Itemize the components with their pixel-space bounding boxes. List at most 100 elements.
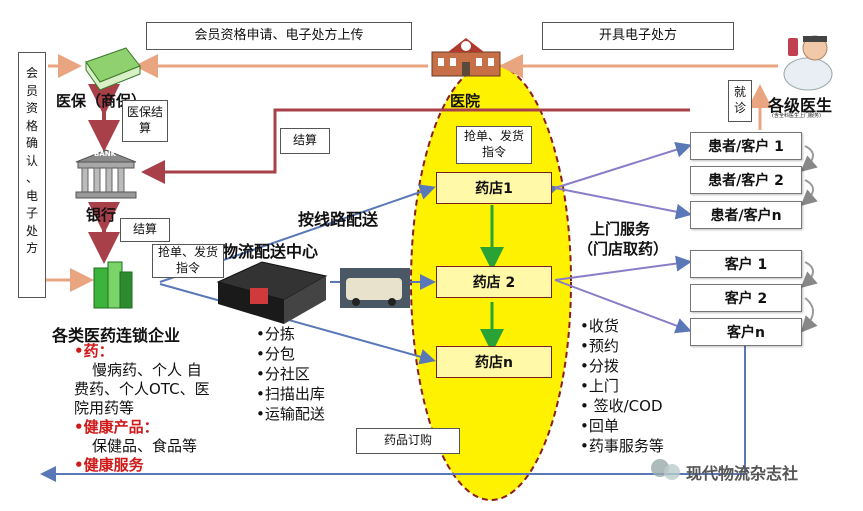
list-item: •分社区	[256, 365, 310, 383]
logistics-center-label: 物流配送中心	[222, 242, 319, 261]
arrow-store-patient1	[541, 141, 692, 200]
arrow-store-patientn	[554, 187, 692, 220]
settlement-label-2: 结算	[132, 222, 157, 237]
settlement-box-1: 结算	[280, 128, 330, 154]
bank-icon-text: BANK	[94, 150, 117, 158]
curl-arrow-4	[801, 297, 818, 333]
list-item: •回单	[580, 417, 619, 435]
store-2-label: 药店 2	[472, 275, 516, 291]
hospital-label: 医院	[450, 92, 481, 110]
confirm-char: 格	[25, 118, 38, 133]
arrow-store-client1	[554, 255, 692, 281]
store-ops-list: •收货 •预约 •分拨 •上门 • 签收/COD •回单 •药事服务等	[580, 316, 664, 456]
curl-arrow-3	[800, 261, 818, 288]
arrow-chain-to-storen	[159, 283, 436, 365]
membership-upload-label: 会员资格申请、电子处方上传	[194, 27, 364, 43]
bank-label: 银行	[86, 206, 117, 224]
patient-2-label: 患者/客户 2	[708, 173, 784, 189]
doctors-label: 各级医生	[768, 96, 833, 115]
store-n: 药店n	[436, 346, 552, 378]
patient-n: 患者/客户n	[690, 201, 802, 229]
grab-order-box-1: 抢单、发货指令	[456, 126, 532, 164]
store-2: 药店 2	[436, 266, 552, 298]
list-item: •收货	[580, 317, 619, 335]
visit-box: 就诊	[728, 80, 752, 122]
logistics-ops-list: •分拣 •分包 •分社区 •扫描出库 •运输配送	[256, 324, 325, 424]
settlement-box-2: 结算	[120, 218, 170, 242]
settlement-label-1: 结算	[292, 133, 317, 148]
list-item: •分包	[256, 345, 295, 363]
store-n-label: 药店n	[475, 355, 513, 371]
client-1-label: 客户 1	[724, 257, 768, 273]
arrow-drug-order	[40, 342, 746, 482]
confirm-char: 电	[25, 188, 38, 203]
drug-title: •药：	[74, 342, 114, 360]
arrow-store-clientn	[554, 279, 692, 334]
service-title: •健康服务	[74, 456, 144, 474]
confirm-char: 资	[25, 101, 38, 115]
store-pickup-label: （门店取药）	[578, 240, 669, 258]
client-2: 客户 2	[690, 284, 802, 312]
confirm-char: 员	[25, 83, 38, 98]
chain-enterprises-label: 各类医药连锁企业	[52, 326, 181, 345]
insurance-settlement-label: 医保结算	[126, 105, 163, 135]
confirm-char: 认	[25, 153, 38, 168]
confirm-char: 、	[25, 171, 38, 185]
hospital-icon	[431, 38, 501, 77]
drug-line: 费药、个人OTC、医	[74, 380, 210, 398]
confirm-char: 会	[25, 66, 38, 80]
client-1: 客户 1	[690, 250, 802, 278]
warehouse-icon	[216, 261, 328, 324]
by-route-label: 按线路配送	[298, 210, 379, 229]
bank-icon	[75, 149, 137, 199]
list-item: •运输配送	[256, 405, 325, 423]
confirm-char: 子	[25, 206, 38, 220]
list-item: •扫描出库	[256, 385, 325, 403]
health-title: •健康产品：	[74, 418, 159, 436]
list-item: •预约	[580, 337, 619, 355]
patient-1: 患者/客户 1	[690, 132, 802, 160]
grab-order-label-2: 抢单、发货指令	[157, 245, 218, 275]
grab-order-label-1: 抢单、发货指令	[463, 129, 524, 159]
drug-order-label: 药品订购	[383, 433, 432, 448]
confirm-char: 方	[25, 241, 38, 255]
insurance-settlement-box: 医保结算	[122, 100, 168, 142]
list-item: •药事服务等	[580, 437, 664, 455]
issue-prescription-label: 开具电子处方	[598, 27, 677, 43]
patient-1-label: 患者/客户 1	[708, 139, 784, 155]
drug-line: 慢病药、个人 自	[92, 361, 202, 379]
client-n: 客户n	[690, 318, 802, 346]
list-item: •分拨	[580, 357, 619, 375]
doctors-note: (含全科医生上门服务)	[772, 113, 821, 119]
watermark: 现代物流杂志社	[686, 464, 799, 483]
client-2-label: 客户 2	[724, 291, 768, 307]
list-item: •上门	[580, 377, 619, 395]
membership-upload-box: 会员资格申请、电子处方上传	[146, 22, 412, 50]
patient-2: 患者/客户 2	[690, 166, 802, 194]
van-photo	[340, 268, 410, 308]
confirm-char: 处	[25, 223, 38, 238]
issue-prescription-box: 开具电子处方	[542, 22, 734, 50]
drug-line: 院用药等	[74, 399, 135, 417]
grab-order-box-2: 抢单、发货指令	[152, 244, 224, 278]
insurance-icon	[85, 47, 141, 91]
products-list: •药： 慢病药、个人 自 费药、个人OTC、医 院用药等 •健康产品： 保健品、…	[74, 342, 210, 475]
store-1-label: 药店1	[475, 181, 513, 197]
wechat-icon	[651, 459, 680, 480]
door-service-label: 上门服务	[590, 220, 651, 238]
list-item: • 签收/COD	[580, 397, 663, 415]
health-line: 保健品、食品等	[92, 437, 198, 455]
confirm-char: 确	[25, 136, 38, 150]
chain-buildings-icon	[93, 261, 133, 309]
list-item: •分拣	[256, 325, 295, 343]
client-n-label: 客户n	[727, 325, 765, 341]
curl-arrow-2	[800, 179, 818, 206]
drug-order-box: 药品订购	[356, 428, 460, 454]
visit-label: 就诊	[733, 85, 746, 115]
curl-arrow-1	[800, 145, 818, 172]
patient-n-label: 患者/客户n	[710, 208, 782, 224]
store-1: 药店1	[436, 172, 552, 204]
membership-confirm-box: 会 员 资 格 确 认 、 电 子 处 方	[18, 52, 46, 298]
doctor-icon	[783, 35, 833, 91]
arrow-settlement-to-bank	[141, 108, 690, 184]
